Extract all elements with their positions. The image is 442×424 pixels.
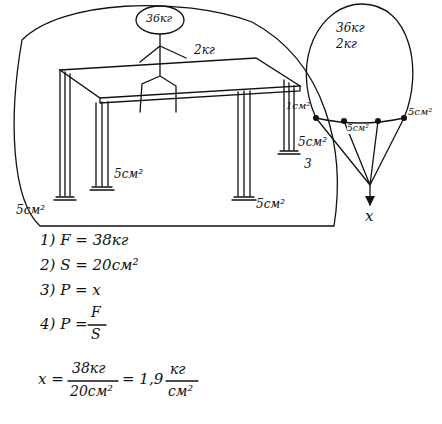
fraction-bar (68, 380, 118, 381)
table-edge (100, 86, 300, 103)
formula-line: 3) P = х (40, 282, 101, 299)
fraction-numerator: кг (170, 362, 185, 377)
callout-number: 3 (304, 158, 312, 171)
person-head (136, 6, 184, 34)
fraction-denominator: S (91, 327, 101, 342)
fraction-numerator: 38кг (72, 361, 105, 376)
formula-line: 4) P = (40, 316, 88, 333)
force-lines (316, 118, 404, 185)
balloon-outline (296, 0, 430, 124)
fraction-bar (166, 380, 198, 381)
area-label: 5см² (347, 124, 369, 134)
contact-dot (375, 118, 381, 124)
formula-result: = 1,9 (122, 371, 163, 388)
formula-line: х = (38, 371, 64, 388)
weight-label: 2кг (194, 44, 215, 57)
area-label: 1см² (286, 100, 310, 111)
weight-label: 2кг (336, 36, 430, 52)
balloon-node: 36кг2кг (296, 0, 430, 124)
table-top (60, 58, 300, 98)
area-label: 5см² (114, 168, 143, 181)
table-leg (60, 70, 70, 196)
formula-line: 1) F = 38кг (40, 232, 128, 249)
table-leg (238, 91, 250, 196)
area-label: 5см² (298, 136, 327, 149)
fraction-numerator: F (91, 305, 101, 320)
leg-foot (54, 151, 300, 200)
fraction-denominator: 20см² (70, 384, 113, 399)
force-arrow (369, 185, 370, 205)
unknown-symbol: х (365, 208, 373, 225)
weight-label: 36кг (336, 20, 430, 36)
weight-label: 36кг (146, 13, 172, 25)
fraction-bar (88, 324, 106, 325)
outline-blob (14, 6, 337, 226)
area-label: 5см² (16, 204, 45, 217)
fraction-denominator: см² (168, 384, 193, 399)
area-label: 5см² (256, 198, 285, 211)
table-leg (284, 80, 294, 150)
formula-line: 2) S = 20см² (40, 257, 138, 274)
area-label: 5см² (408, 106, 432, 117)
table-leg (96, 102, 108, 186)
